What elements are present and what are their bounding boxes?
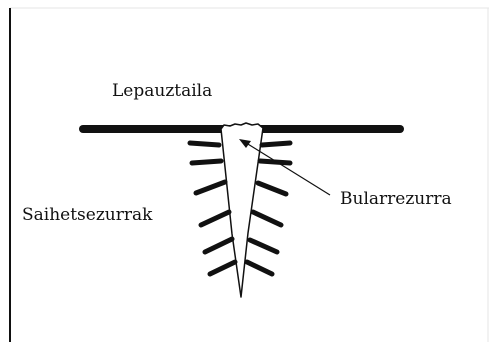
rib-left-5 [205,239,232,252]
rib-left-6 [210,262,235,274]
rib-left-1 [190,143,219,145]
rib-right-6 [247,262,272,274]
label-collarbone: Lepauztaila [112,81,212,101]
rib-right-3 [258,183,286,194]
rib-right-4 [253,212,281,225]
label-sternum: Bularrezurra [340,189,452,209]
rib-right-1 [262,143,290,145]
rib-left-4 [201,212,229,225]
rib-left-3 [196,182,225,193]
label-ribs: Saihetsezurrak [22,205,153,225]
rib-right-5 [250,240,277,252]
rib-left-2 [192,161,221,163]
